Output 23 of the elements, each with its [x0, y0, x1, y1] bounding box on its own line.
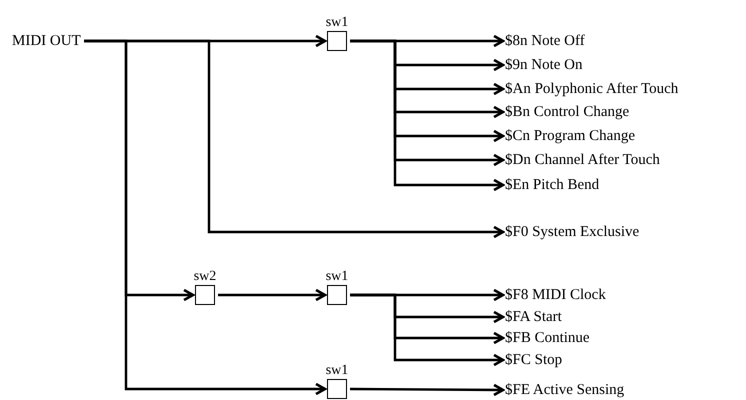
switch-label: sw1 [326, 269, 348, 284]
message-label: $En Pitch Bend [505, 176, 600, 194]
message-label: $F0 System Exclusive [505, 223, 640, 241]
message-label: $FB Continue [505, 329, 590, 347]
message-label: $Bn Control Change [505, 103, 630, 121]
arrow [218, 288, 326, 302]
arrow [84, 40, 326, 396]
message-label: $FE Active Sensing [505, 381, 624, 399]
message-label: $Dn Channel After Touch [505, 151, 660, 169]
message-label: $8n Note Off [505, 32, 585, 50]
arrow [350, 384, 504, 396]
message-label: $An Polyphonic After Touch [505, 80, 678, 98]
message-label: $Cn Program Change [505, 127, 635, 145]
message-label: $FC Stop [505, 351, 562, 369]
switch-label: sw1 [326, 15, 348, 30]
arrow [350, 40, 504, 192]
switch-label: sw2 [194, 269, 216, 284]
message-label: $9n Note On [505, 56, 582, 74]
arrow [350, 294, 504, 366]
switch-label: sw1 [326, 363, 348, 378]
message-label: $F8 MIDI Clock [505, 286, 606, 304]
message-label: $FA Start [505, 308, 562, 326]
output-label: MIDI OUT [12, 32, 81, 50]
